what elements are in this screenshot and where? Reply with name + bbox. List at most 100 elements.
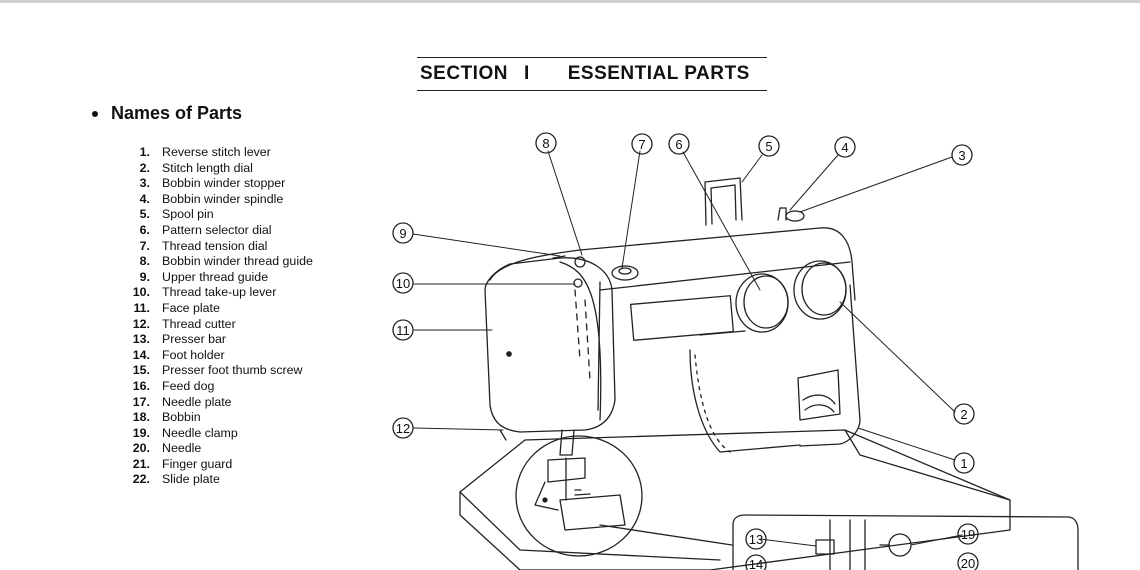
part-name: Bobbin winder spindle [162,191,284,206]
bullet-icon [92,110,98,117]
parts-list: 1. Reverse stitch lever 2. Stitch length d… [122,145,313,488]
callout-20: 20 [957,552,979,570]
section-word: SECTION [420,63,508,84]
callout-1: 1 [953,452,975,474]
part-item: 16. Feed dog [122,379,313,395]
reverse-stitch-lever [797,369,841,421]
part-name: Slide plate [162,472,220,487]
bobbin-winder [777,207,805,222]
section-name: ESSENTIAL PARTS [567,63,750,84]
callout-label: 6 [675,137,682,152]
callout-label: 12 [396,421,410,436]
part-number: 5. [139,207,150,222]
callout-10: 10 [392,272,414,294]
callout-3: 3 [951,144,973,166]
part-number: 11. [133,300,150,315]
part-item: 17.Needle plate [122,395,313,411]
part-number: 6. [139,222,150,237]
part-number: 14. [132,347,150,362]
part-item: 4. Bobbin winder spindle [122,192,313,208]
part-item: 10. Thread take-up lever [122,285,313,301]
part-number: 22. [132,472,150,487]
part-item: 22. Slide plate [122,472,313,488]
part-item: 14.Foot holder [122,348,313,364]
part-item: 19.Needle clamp [122,426,313,442]
callout-label: 8 [542,136,549,151]
part-item: 6.Pattern selector dial [122,223,313,239]
part-name: Thread take-up lever [162,285,277,300]
callout-label: 10 [396,276,410,291]
callout-6: 6 [668,133,690,155]
machine-arm [489,227,856,411]
callout-label: 5 [765,139,772,154]
part-item: 3.Bobbin winder stopper [122,176,313,192]
machine-head [484,257,616,433]
part-item: 18. Bobbin [122,410,313,426]
part-number: 20. [132,441,150,456]
callout-14: 14 [745,554,767,570]
callout-label: 2 [960,407,967,422]
spool-pin [704,177,743,226]
part-item: 9. Upper thread guide [122,270,313,286]
callout-7: 7 [631,133,653,155]
part-item: 8.Bobbin winder thread guide [122,254,313,270]
part-number: 21. [132,456,150,471]
callout-label: 19 [961,527,975,542]
part-number: 9. [139,269,150,284]
part-name: Needle plate [162,394,232,409]
part-number: 12. [132,316,150,331]
part-name: Needle [162,441,202,456]
names-of-parts-heading: Names of Parts [92,103,242,124]
callout-label: 20 [961,556,975,570]
magnified-needle-plate [515,435,733,557]
stitch-length-dial [793,260,847,320]
part-number: 16. [132,378,150,393]
part-name: Stitch length dial [162,160,253,175]
callout-2: 2 [953,403,975,425]
part-name: Presser foot thumb screw [162,363,303,378]
callout-9: 9 [392,222,414,244]
part-number: 2. [139,160,150,175]
part-number: 13. [132,332,150,347]
callout-label: 9 [399,226,406,241]
pattern-selector-dial [735,273,789,333]
callout-label: 4 [841,140,848,155]
part-name: Thread tension dial [162,238,268,253]
part-item: 20. Needle [122,441,313,457]
part-name: Feed dog [162,378,215,393]
part-item: 21. Finger guard [122,457,313,473]
callout-19: 19 [957,523,979,545]
part-name: Bobbin winder thread guide [162,254,313,269]
part-name: Upper thread guide [162,269,269,284]
callout-13: 13 [745,528,767,550]
part-item: 5.Spool pin [122,207,313,223]
thread-guides [552,255,586,288]
part-name: Finger guard [162,456,233,471]
section-title: SECTION I ESSENTIAL PARTS [417,57,767,91]
section-numeral: I [523,63,530,84]
part-item: 13.Presser bar [122,332,313,348]
part-number: 1. [139,145,150,159]
callout-8: 8 [535,132,557,154]
callout-label: 13 [749,532,763,547]
part-number: 10. [132,285,150,300]
part-item: 2. Stitch length dial [122,161,313,177]
page-top-edge [0,0,1140,3]
callout-label: 3 [958,148,965,163]
part-item: 11.Face plate [122,301,313,317]
part-name: Bobbin [162,410,201,425]
callout-label: 14 [749,557,763,570]
leader-lines [412,150,963,547]
part-item: 7. Thread tension dial [122,239,313,255]
part-number: 18. [132,410,150,425]
part-number: 3. [139,176,150,191]
part-name: Reverse stitch lever [162,145,271,159]
part-number: 4. [139,191,150,206]
part-name: Thread cutter [162,316,236,331]
callout-label: 1 [960,456,967,471]
part-number: 19. [132,425,150,440]
part-number: 7. [139,238,150,253]
needle-area [499,429,586,511]
callout-5: 5 [758,135,780,157]
